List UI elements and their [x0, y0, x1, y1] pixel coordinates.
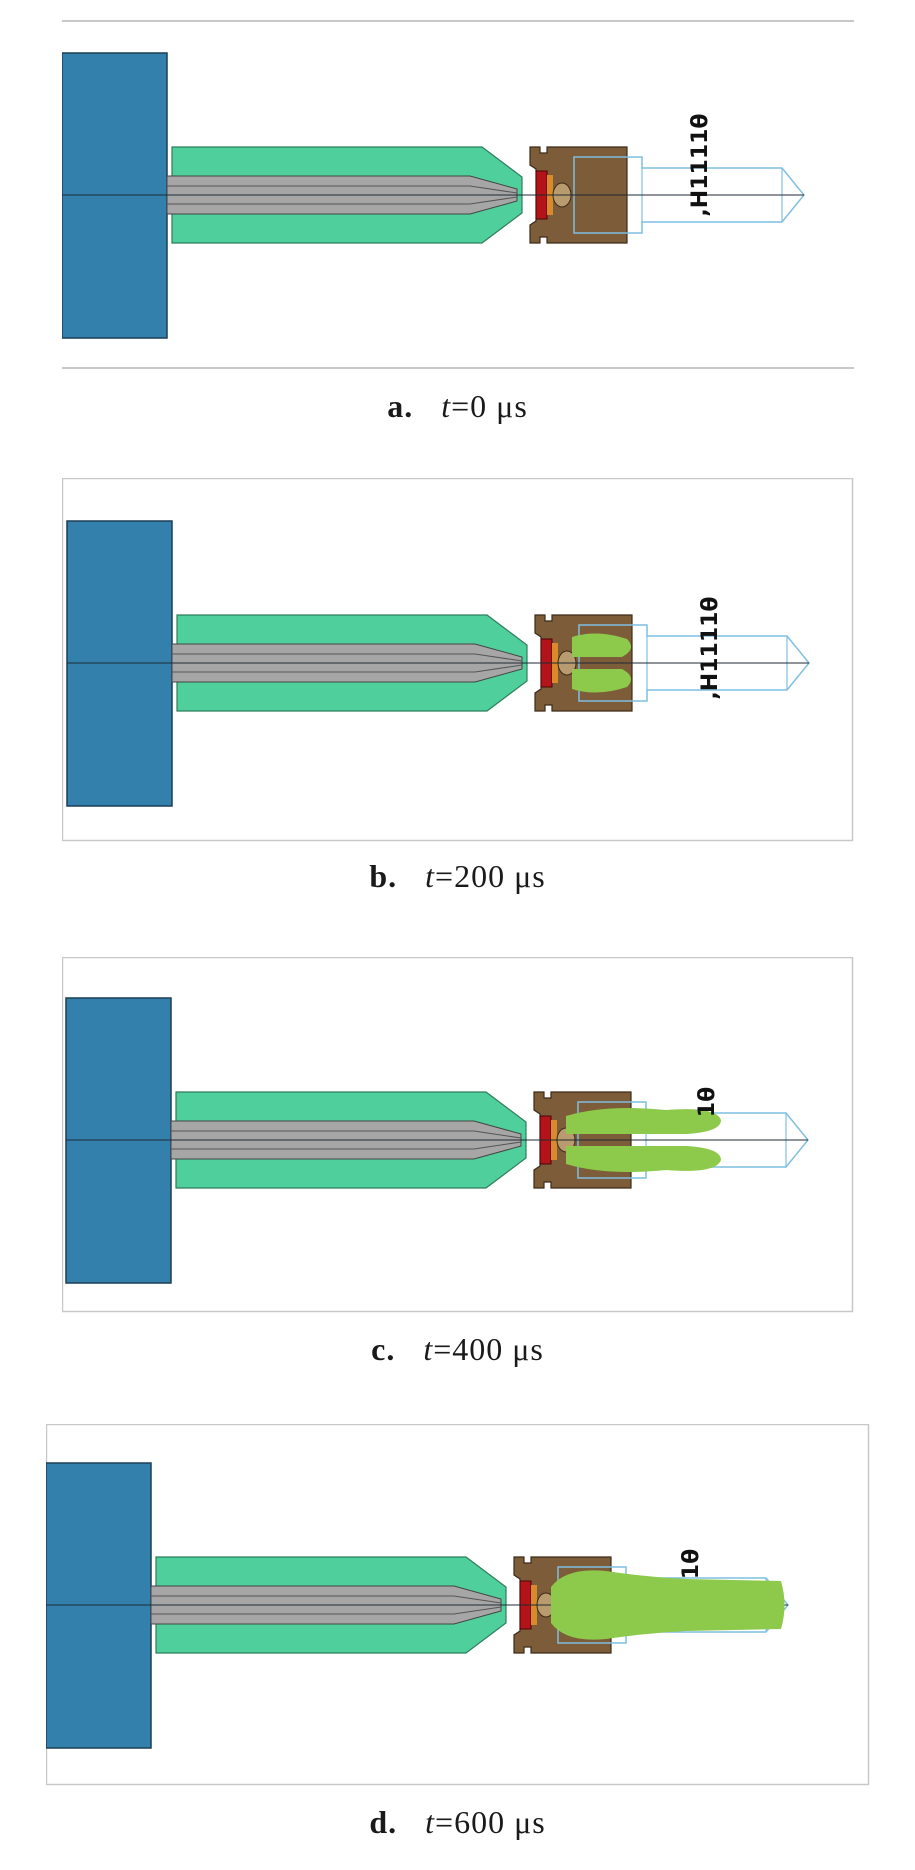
- jet-lobe-upper: [572, 633, 631, 657]
- jet-lobe-upper: [566, 1108, 721, 1134]
- time-value: =200 μs: [435, 858, 546, 894]
- time-value: =0 μs: [451, 388, 528, 424]
- jet-lobe-lower: [572, 669, 631, 693]
- fuze-assembly: [65, 997, 809, 1284]
- annotation-label: 1θ: [679, 1549, 704, 1579]
- rod-contour: [171, 1130, 522, 1150]
- caption-c: c. t=400 μs: [0, 1331, 915, 1368]
- fuze-assembly: [66, 520, 810, 807]
- target-outline: [573, 156, 805, 234]
- annotation-label: ,H1111θ: [688, 113, 713, 216]
- time-value: =400 μs: [433, 1331, 544, 1367]
- rod-contour: [172, 653, 523, 673]
- frame-border: [62, 478, 854, 842]
- caption-label: d.: [369, 1804, 398, 1840]
- time-variable: t: [441, 388, 452, 424]
- caption-label: b.: [369, 858, 398, 894]
- jet-plume: [551, 1570, 785, 1640]
- simulation-frame-b: ,H1111θ: [62, 478, 854, 842]
- simulation-frame-c: 1θ: [62, 957, 854, 1313]
- target-outline: [577, 1101, 809, 1179]
- panel-b: ,H1111θ: [62, 478, 854, 842]
- fuze-assembly: [62, 52, 805, 339]
- jet-lobe-lower: [566, 1146, 721, 1172]
- time-value: =600 μs: [435, 1804, 546, 1840]
- rod-contour: [167, 185, 518, 205]
- annotation-label: ,H1111θ: [698, 596, 723, 699]
- fuze-assembly: [46, 1462, 789, 1749]
- time-variable: t: [425, 858, 436, 894]
- time-variable: t: [425, 1804, 436, 1840]
- panel-c: 1θ: [62, 957, 854, 1313]
- simulation-frame-d: 1θ: [46, 1424, 870, 1786]
- caption-b: b. t=200 μs: [0, 858, 915, 895]
- caption-d: d. t=600 μs: [0, 1804, 915, 1841]
- annotation-label: 1θ: [695, 1087, 720, 1117]
- panel-d: 1θ: [46, 1424, 870, 1786]
- panel-a: ,H1111θ: [62, 20, 854, 370]
- target-outline: [578, 624, 810, 702]
- time-variable: t: [423, 1331, 434, 1367]
- rod-contour: [151, 1595, 502, 1615]
- caption-a: a. t=0 μs: [0, 388, 915, 425]
- caption-label: c.: [371, 1331, 396, 1367]
- frame-border: [62, 957, 854, 1313]
- caption-label: a.: [387, 388, 414, 424]
- simulation-frame-a: ,H1111θ: [62, 20, 854, 369]
